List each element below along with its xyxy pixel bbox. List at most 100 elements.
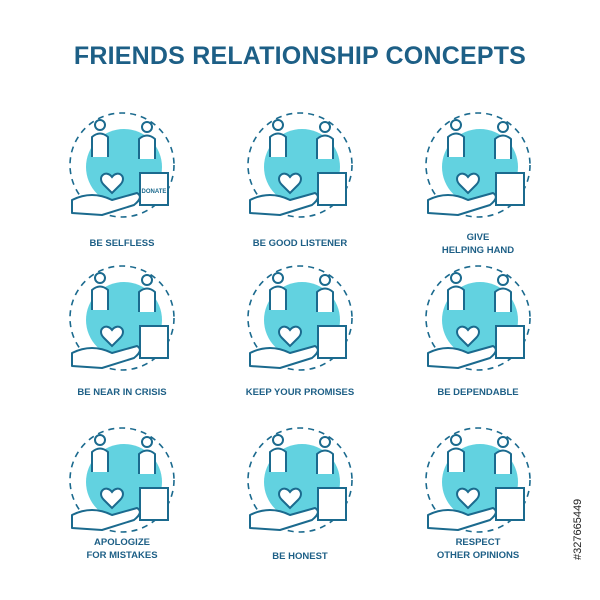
concept-label-line: BE DEPENDABLE [437, 387, 519, 398]
heart-icon [278, 172, 302, 195]
person-body-icon [316, 449, 334, 474]
concept-label-line: HELPING HAND [441, 245, 515, 256]
person-head-icon [497, 436, 509, 448]
person-body-icon [447, 447, 465, 472]
hand-icon [427, 507, 497, 531]
person-body-icon [269, 447, 287, 472]
hand-icon [427, 192, 497, 216]
person-head-icon [450, 434, 462, 446]
person-head-icon [319, 436, 331, 448]
concept-card: BE GOOD LISTENER [215, 105, 385, 255]
person-body-icon [269, 132, 287, 157]
box-icon [139, 487, 169, 521]
heart-icon [456, 487, 480, 510]
person-body-icon [91, 285, 109, 310]
person-body-icon [494, 134, 512, 159]
concept-label-line: KEEP YOUR PROMISES [245, 387, 355, 398]
concept-label: BE NEAR IN CRISIS [37, 386, 207, 399]
raised-hands-balance-icon [425, 427, 531, 533]
heart-icon [100, 487, 124, 510]
person-head-icon [94, 434, 106, 446]
dashed-ring [425, 112, 531, 218]
concept-label-line: GIVE [466, 232, 490, 243]
concept-card: BE DEPENDABLE [393, 258, 563, 408]
person-head-icon [272, 119, 284, 131]
person-body-icon [91, 132, 109, 157]
person-body-icon [138, 449, 156, 474]
dashed-ring [425, 427, 531, 533]
person-body-icon [447, 285, 465, 310]
person-body-icon [316, 287, 334, 312]
box-icon [495, 172, 525, 206]
concept-label: APOLOGIZE FOR MISTAKES [37, 536, 207, 562]
crossed-fingers-promise-icon [247, 265, 353, 371]
person-body-icon [494, 449, 512, 474]
concept-label-line: BE GOOD LISTENER [252, 238, 348, 249]
heart-icon [456, 172, 480, 195]
dashed-ring [247, 112, 353, 218]
donation-hand-icon: DONATE [69, 112, 175, 218]
concept-label: BE HONEST [215, 550, 385, 563]
box-icon [317, 172, 347, 206]
handshake-safe-icon [425, 265, 531, 371]
person-head-icon [94, 119, 106, 131]
helping-hands-icon [425, 112, 531, 218]
hand-icon [71, 507, 141, 531]
concept-label: BE GOOD LISTENER [215, 237, 385, 250]
apology-people-icon [69, 427, 175, 533]
person-head-icon [141, 436, 153, 448]
box-icon [495, 325, 525, 359]
person-head-icon [497, 121, 509, 133]
concept-card: APOLOGIZE FOR MISTAKES [37, 420, 207, 570]
dashed-ring [69, 112, 175, 218]
concept-label-line: RESPECT [455, 537, 501, 548]
hand-icon [71, 192, 141, 216]
person-head-icon [497, 274, 509, 286]
concept-label-line: FOR MISTAKES [86, 550, 158, 561]
page-title: FRIENDS RELATIONSHIP CONCEPTS [73, 42, 527, 70]
concept-card: RESPECT OTHER OPINIONS [393, 420, 563, 570]
concept-label-line: BE SELFLESS [89, 238, 155, 249]
concept-card: BE NEAR IN CRISIS [37, 258, 207, 408]
concept-label: KEEP YOUR PROMISES [215, 386, 385, 399]
heart-icon [100, 325, 124, 348]
box-icon [139, 325, 169, 359]
dashed-ring [425, 265, 531, 371]
concept-label: BE SELFLESS [37, 237, 207, 250]
concept-label-line: APOLOGIZE [94, 537, 150, 548]
concept-label: GIVE HELPING HAND [393, 231, 563, 257]
concept-label-line: BE NEAR IN CRISIS [77, 387, 167, 398]
concept-label: BE DEPENDABLE [393, 386, 563, 399]
heart-icon [456, 325, 480, 348]
person-body-icon [316, 134, 334, 159]
concept-card: BE HONEST [215, 420, 385, 570]
hand-icon [249, 345, 319, 369]
person-head-icon [272, 434, 284, 446]
concept-label: RESPECT OTHER OPINIONS [393, 536, 563, 562]
donate-badge: DONATE [142, 189, 167, 195]
concept-card: KEEP YOUR PROMISES [215, 258, 385, 408]
concept-label-line: OTHER OPINIONS [436, 550, 520, 561]
box-icon [495, 487, 525, 521]
hand-icon [249, 507, 319, 531]
theater-masks-icon [247, 427, 353, 533]
listener-ear-icon [247, 112, 353, 218]
hand-icon [427, 345, 497, 369]
person-head-icon [94, 272, 106, 284]
heart-icon [278, 487, 302, 510]
box-icon [317, 487, 347, 521]
person-body-icon [447, 132, 465, 157]
person-head-icon [450, 119, 462, 131]
heart-icon [100, 172, 124, 195]
person-body-icon [138, 287, 156, 312]
person-body-icon [494, 287, 512, 312]
box-icon [317, 325, 347, 359]
person-body-icon [138, 134, 156, 159]
person-head-icon [319, 274, 331, 286]
person-body-icon [269, 285, 287, 310]
box-icon [139, 172, 169, 206]
person-head-icon [141, 121, 153, 133]
person-head-icon [450, 272, 462, 284]
person-head-icon [141, 274, 153, 286]
stock-id: #327665449 [572, 498, 584, 560]
